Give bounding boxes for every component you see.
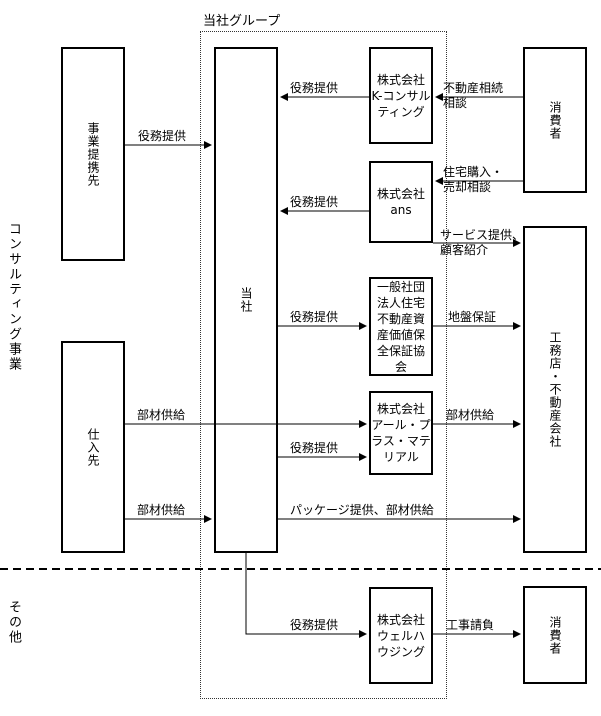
- label-parts-supply-2: 部材供給: [446, 408, 495, 422]
- label-svc-ans: 役務提供: [290, 195, 339, 209]
- label-housing-consult: 住宅購入・ 売却相談: [443, 165, 504, 194]
- association-box: 一般社団 法人住宅 不動産資 産価値保 全保証協 会: [369, 277, 433, 376]
- label-construction: 工事請負: [446, 618, 495, 632]
- label-svc-rplus: 役務提供: [290, 441, 339, 455]
- wellhousing-box: 株式会社 ウェルハ ウジング: [369, 587, 433, 684]
- wellhousing-label: 株式会社 ウェルハ ウジング: [376, 612, 425, 659]
- k-consulting-label: 株式会社 K-コンサル ティング: [371, 72, 431, 119]
- company-box: 当社: [214, 47, 278, 553]
- partner-box: 事業提携先: [61, 47, 125, 261]
- partner-label: 事業提携先: [86, 121, 100, 187]
- ans-box: 株式会社 ans: [369, 161, 433, 243]
- label-realestate-consult: 不動産相続 相談: [443, 81, 504, 110]
- supplier-label: 仕入先: [86, 427, 100, 467]
- label-service-intro: サービス提供、 顧客紹介: [440, 228, 525, 257]
- consumer-top-box: 消費者: [523, 47, 587, 193]
- label-package-supply: パッケージ提供、部材供給: [290, 503, 434, 517]
- company-label: 当社: [239, 287, 253, 313]
- group-label: 当社グループ: [203, 14, 281, 29]
- section-other: その他: [6, 600, 21, 645]
- association-label: 一般社団 法人住宅 不動産資 産価値保 全保証協 会: [376, 279, 425, 374]
- label-svc-well: 役務提供: [290, 618, 339, 632]
- consumer-top-label: 消費者: [548, 100, 562, 140]
- supplier-box: 仕入先: [61, 341, 125, 553]
- section-consulting: コンサルティング事業: [6, 222, 21, 372]
- label-parts-supply-1: 部材供給: [137, 408, 186, 422]
- consumer-bottom-label: 消費者: [548, 615, 562, 655]
- label-parts-supply-3: 部材供給: [137, 503, 186, 517]
- group-frame: [200, 31, 447, 699]
- label-svc-partner: 役務提供: [138, 129, 187, 143]
- r-plus-label: 株式会社 アール・プ ラス・マテ リアル: [371, 402, 431, 464]
- label-ground-guarantee: 地盤保証: [448, 310, 497, 324]
- builders-label: 工務店・不動産会社: [548, 331, 562, 448]
- consumer-bottom-box: 消費者: [523, 586, 587, 684]
- label-svc-k: 役務提供: [290, 81, 339, 95]
- ans-label: 株式会社 ans: [376, 187, 425, 217]
- label-svc-assoc: 役務提供: [290, 310, 339, 324]
- builders-box: 工務店・不動産会社: [523, 226, 587, 553]
- arrow-company-to-wellhousing: [245, 553, 367, 638]
- r-plus-box: 株式会社 アール・プ ラス・マテ リアル: [369, 391, 433, 475]
- k-consulting-box: 株式会社 K-コンサル ティング: [369, 47, 433, 144]
